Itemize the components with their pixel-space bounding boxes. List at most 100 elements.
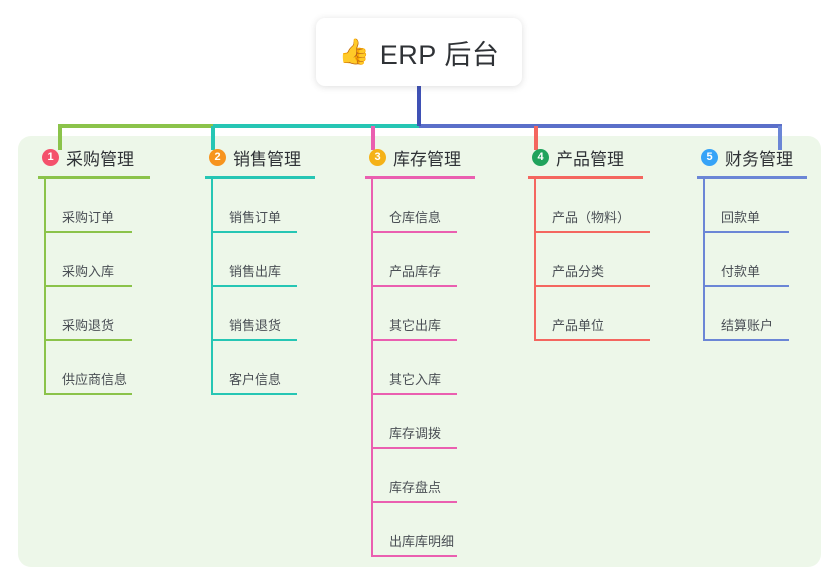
branch-header-rule: [365, 176, 475, 179]
branch-item[interactable]: 库存盘点: [365, 449, 475, 503]
branch-item-label: 产品（物料）: [552, 210, 631, 225]
branch-item[interactable]: 其它入库: [365, 341, 475, 395]
root-trunk-connector: [417, 82, 421, 126]
branch-item-label: 结算账户: [721, 318, 774, 333]
branch-item[interactable]: 产品（物料）: [528, 179, 650, 233]
branch-item[interactable]: 库存调拨: [365, 395, 475, 449]
connector-drop-3: [371, 126, 375, 150]
branch-item[interactable]: 采购订单: [38, 179, 150, 233]
branch-item-label: 产品分类: [552, 264, 605, 279]
branch-item-label: 销售订单: [229, 210, 282, 225]
branch-item-label: 销售出库: [229, 264, 282, 279]
branch-item[interactable]: 采购入库: [38, 233, 150, 287]
branch-item-rule: [534, 339, 650, 341]
branch-item-rule: [44, 339, 132, 341]
branch-title: 库存管理: [393, 149, 461, 169]
connector-drop-5: [778, 126, 782, 150]
branch-column-销售管理: 2 销售管理销售订单销售出库销售退货客户信息: [205, 144, 315, 395]
branch-item-label: 库存盘点: [389, 480, 442, 495]
branches-panel: [18, 136, 821, 567]
branch-item-rule: [44, 285, 132, 287]
branch-header-rule: [697, 176, 807, 179]
branch-column-库存管理: 3 库存管理仓库信息产品库存其它出库其它入库库存调拨库存盘点出库库明细: [365, 144, 475, 557]
branch-header-财务管理[interactable]: 5 财务管理: [697, 144, 807, 170]
branch-header-rule: [38, 176, 150, 179]
branch-header-销售管理[interactable]: 2 销售管理: [205, 144, 315, 170]
branch-number-badge: 2: [209, 148, 226, 166]
connector-drop-2: [211, 126, 215, 150]
branch-item-label: 产品库存: [389, 264, 442, 279]
branch-item-rule: [211, 285, 297, 287]
branch-title: 销售管理: [233, 149, 301, 169]
branch-header-产品管理[interactable]: 4 产品管理: [528, 144, 643, 170]
branch-item-label: 出库库明细: [389, 534, 455, 549]
branch-item-label: 仓库信息: [389, 210, 442, 225]
connector-horizontal-segment-2: [213, 124, 419, 128]
branch-item-rule: [371, 285, 457, 287]
branch-item-rule: [211, 393, 297, 395]
thumbs-up-icon: 👍: [338, 37, 370, 66]
branch-item-rule: [703, 231, 789, 233]
branch-item-label: 客户信息: [229, 372, 282, 387]
branch-item-rule: [371, 231, 457, 233]
branch-item-rule: [703, 339, 789, 341]
branch-title: 采购管理: [66, 149, 134, 169]
branch-item[interactable]: 采购退货: [38, 287, 150, 341]
root-node-title: ERP 后台: [379, 39, 500, 70]
branch-item-list: 回款单付款单结算账户: [697, 179, 807, 341]
connector-drop-1: [58, 126, 62, 150]
branch-header-采购管理[interactable]: 1 采购管理: [38, 144, 150, 170]
branch-item[interactable]: 回款单: [697, 179, 807, 233]
branch-number-badge: 4: [532, 148, 549, 166]
branch-item[interactable]: 结算账户: [697, 287, 807, 341]
branch-item[interactable]: 产品单位: [528, 287, 650, 341]
branch-item-label: 回款单: [721, 210, 761, 225]
branch-item[interactable]: 产品库存: [365, 233, 475, 287]
branch-item[interactable]: 销售订单: [205, 179, 315, 233]
branch-item-rule: [371, 393, 457, 395]
branch-item-list: 仓库信息产品库存其它出库其它入库库存调拨库存盘点出库库明细: [365, 179, 475, 557]
branch-item-rule: [44, 393, 132, 395]
branch-item-rule: [703, 285, 789, 287]
branch-item-list: 采购订单采购入库采购退货供应商信息: [38, 179, 150, 395]
branch-title: 产品管理: [556, 149, 624, 169]
branch-number-badge: 1: [42, 148, 59, 166]
branch-item[interactable]: 其它出库: [365, 287, 475, 341]
branch-item-rule: [534, 231, 650, 233]
branch-item-label: 采购订单: [62, 210, 115, 225]
branch-spine: [371, 179, 373, 557]
branch-item-label: 采购退货: [62, 318, 115, 333]
branch-spine: [703, 179, 705, 341]
branch-item-label: 采购入库: [62, 264, 115, 279]
connector-drop-4: [534, 126, 538, 150]
branch-item[interactable]: 销售退货: [205, 287, 315, 341]
branch-item-rule: [371, 447, 457, 449]
branch-header-rule: [205, 176, 315, 179]
branch-item[interactable]: 供应商信息: [38, 341, 150, 395]
root-node-erp-backend[interactable]: 👍 ERP 后台: [316, 18, 522, 86]
branch-item-rule: [534, 285, 650, 287]
branch-item-label: 付款单: [721, 264, 761, 279]
branch-column-产品管理: 4 产品管理产品（物料） 产品分类产品单位: [528, 144, 650, 341]
branch-column-财务管理: 5 财务管理回款单付款单结算账户: [697, 144, 807, 341]
branch-item[interactable]: 产品分类: [528, 233, 650, 287]
branch-item[interactable]: 出库库明细: [365, 503, 475, 557]
branch-title: 财务管理: [725, 149, 793, 169]
branch-item-rule: [211, 339, 297, 341]
branch-item[interactable]: 客户信息: [205, 341, 315, 395]
branch-number-badge: 3: [369, 148, 386, 166]
branch-spine: [211, 179, 213, 395]
connector-horizontal-segment-3: [419, 124, 782, 128]
branch-item[interactable]: 销售出库: [205, 233, 315, 287]
branch-item[interactable]: 仓库信息: [365, 179, 475, 233]
branch-number-badge: 5: [701, 148, 718, 166]
branch-item-label: 其它入库: [389, 372, 442, 387]
branch-header-库存管理[interactable]: 3 库存管理: [365, 144, 475, 170]
branch-item-label: 其它出库: [389, 318, 442, 333]
branch-item[interactable]: 付款单: [697, 233, 807, 287]
branch-column-采购管理: 1 采购管理采购订单采购入库采购退货供应商信息: [38, 144, 150, 395]
branch-item-rule: [371, 339, 457, 341]
connector-horizontal-segment-1: [58, 124, 213, 128]
branch-item-rule: [44, 231, 132, 233]
